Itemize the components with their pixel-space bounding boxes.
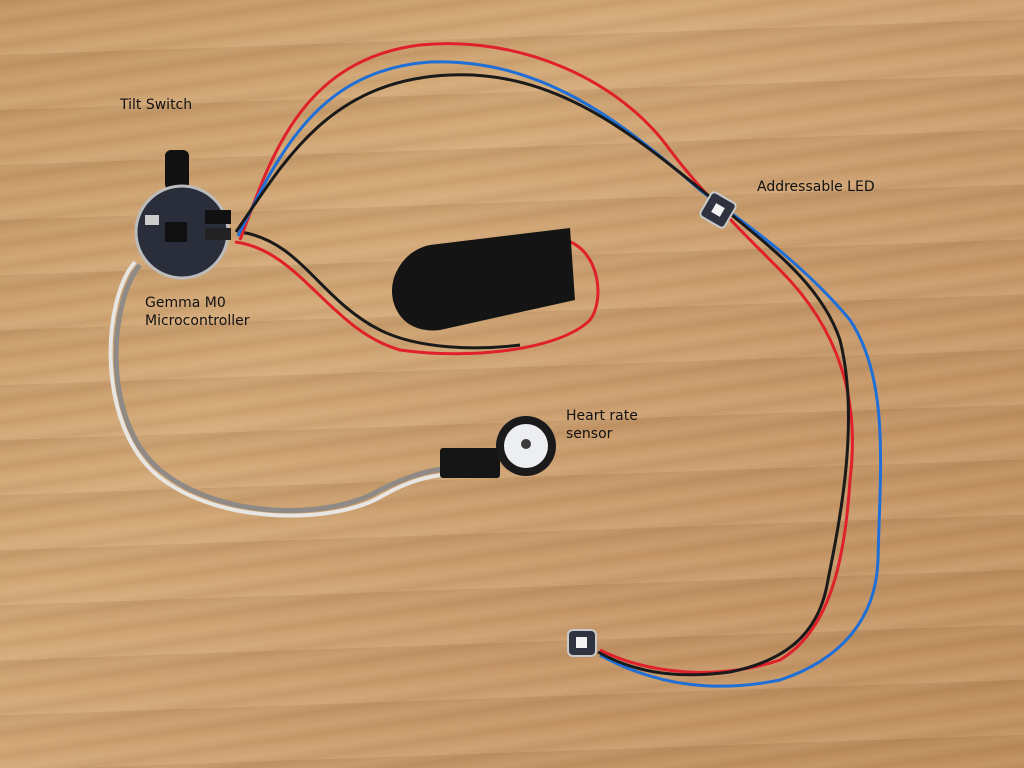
gemma-label: Gemma M0 Microcontroller	[145, 294, 249, 330]
tilt-switch	[165, 150, 189, 190]
tilt-switch-label: Tilt Switch	[120, 97, 193, 113]
battery-pack	[392, 228, 575, 331]
battery-black-wire	[239, 230, 521, 350]
grey-cable	[113, 263, 451, 513]
battery-red-wire	[234, 238, 600, 356]
black-wire	[234, 73, 850, 677]
sensor-connector	[440, 448, 500, 478]
heart-rate-label-line2: sensor	[566, 426, 613, 442]
heart-rate-label: Heart rate sensor	[566, 407, 638, 443]
heart-rate-label-line1: Heart rate	[566, 408, 638, 424]
addressable-led-label: Addressable LED	[757, 179, 875, 195]
white-cable	[108, 260, 451, 518]
gemma-label-line1: Gemma M0	[145, 295, 226, 311]
red-wire	[238, 42, 854, 674]
gemma-label-line2: Microcontroller	[145, 313, 250, 329]
blue-wire	[236, 60, 883, 688]
